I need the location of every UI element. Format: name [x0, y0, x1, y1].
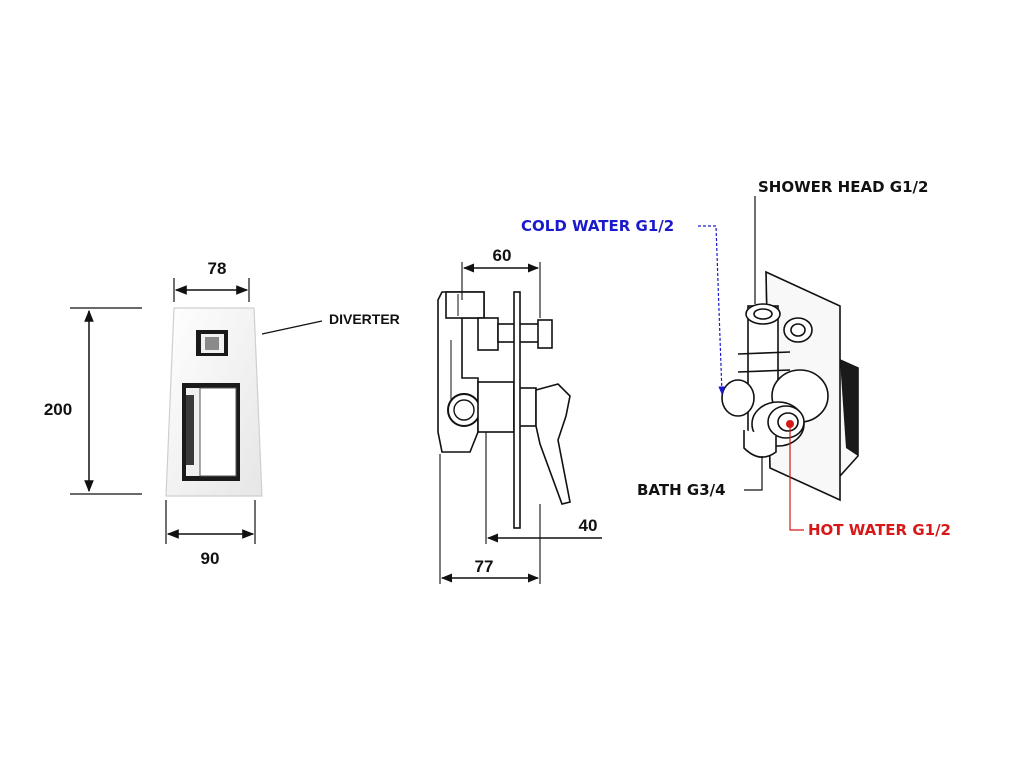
dim-width-bottom: 90 — [201, 549, 220, 568]
bath-label: BATH G3/4 — [637, 481, 726, 499]
dim-side-bottom: 77 — [475, 557, 494, 576]
dim-height: 200 — [44, 400, 72, 419]
diverter-spindle — [477, 317, 499, 351]
cold-water-label: COLD WATER G1/2 — [521, 217, 674, 235]
dim-width-top: 78 — [208, 259, 227, 278]
dim-side-top: 60 — [493, 246, 512, 265]
side-view — [437, 262, 602, 584]
iso-view: SHOWER HEAD G1/2 COLD WATER G1/2 BATH G3… — [521, 178, 951, 539]
shower-head-label: SHOWER HEAD G1/2 — [758, 178, 928, 196]
front-view: 78 200 90 DIVERTER — [44, 259, 400, 568]
side-lever — [535, 383, 571, 505]
hot-water-label: HOT WATER G1/2 — [808, 521, 951, 539]
cartridge — [477, 381, 515, 433]
diverter-label: DIVERTER — [329, 311, 400, 327]
iso-valve-assembly — [721, 303, 829, 458]
dim-side-right: 40 — [579, 516, 598, 535]
diverter-knob — [196, 330, 228, 356]
side-wall-plate — [513, 291, 521, 529]
lever-handle — [182, 383, 240, 481]
